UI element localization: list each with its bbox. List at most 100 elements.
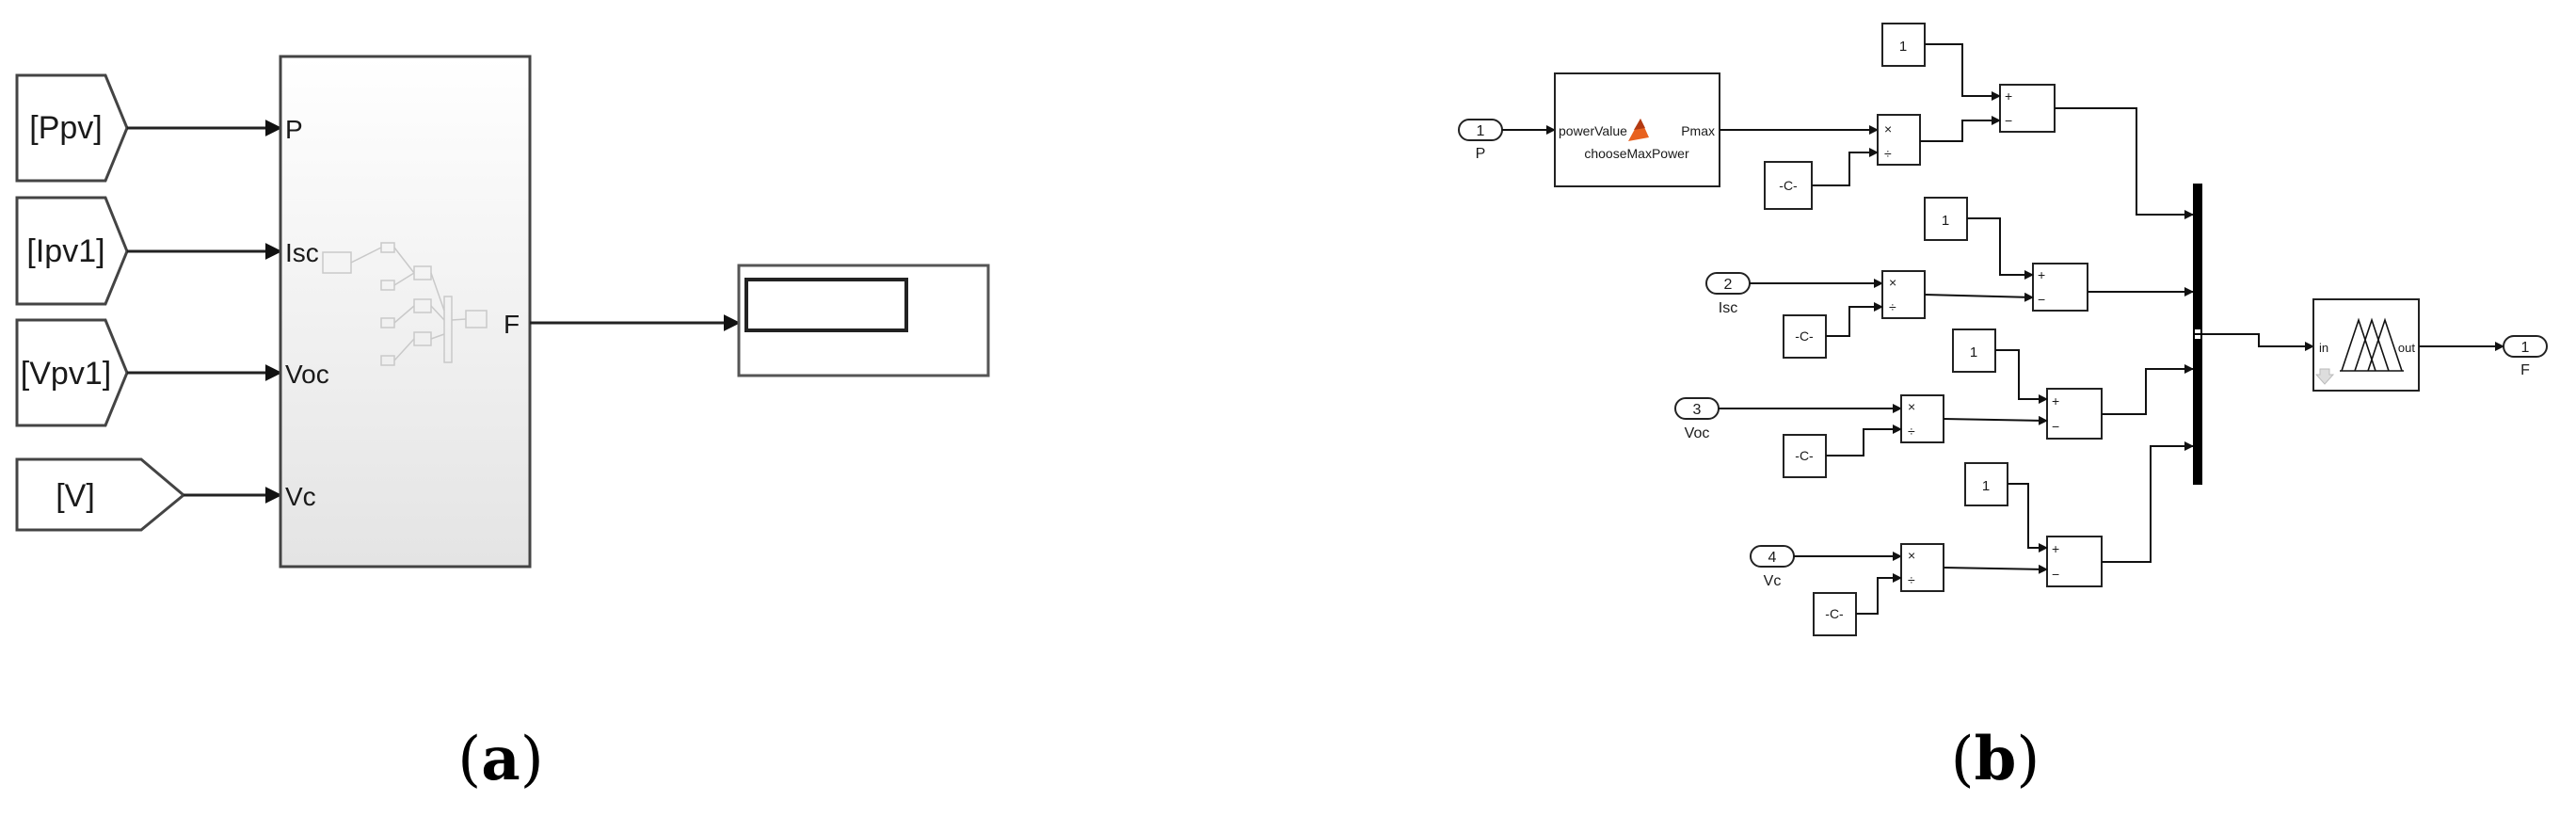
product-row4[interactable]: × ÷: [1900, 543, 1944, 592]
sum-row4[interactable]: + −: [2046, 536, 2103, 587]
goto-tag-ppv-label: [Ppv]: [29, 110, 102, 146]
product-row2[interactable]: × ÷: [1881, 270, 1926, 319]
wire-b-gain1: [1812, 148, 1879, 186]
inport-p-label: P: [1476, 146, 1486, 162]
mux-block[interactable]: [2193, 184, 2202, 485]
sum-row4-minus: −: [2052, 567, 2059, 582]
inport-isc-label: Isc: [1719, 300, 1737, 316]
gain-row4-label: -C-: [1825, 606, 1844, 621]
product-row1-div: ÷: [1884, 146, 1892, 161]
choose-max-power-block[interactable]: powerValue Pmax chooseMaxPower: [1554, 72, 1720, 187]
matlab-logo-icon: [1628, 119, 1649, 141]
product-row3-mul: ×: [1908, 399, 1915, 414]
subsystem-port-vc: Vc: [285, 482, 316, 511]
constant-1-row4[interactable]: 1: [1964, 462, 2008, 506]
sum-row2-minus: −: [2038, 292, 2045, 307]
function-output-label: Pmax: [1681, 123, 1715, 138]
caption-a: (a): [457, 724, 543, 794]
panel-b: 1 P powerValue Pmax chooseMaxPower 1 -C-…: [1458, 23, 2548, 794]
caption-b: (b): [1951, 724, 2040, 794]
product-row4-div: ÷: [1908, 572, 1915, 587]
sum-row2[interactable]: + −: [2032, 263, 2088, 312]
goto-tag-ipv1-label: [Ipv1]: [26, 233, 104, 269]
wire-b-mux: [2202, 333, 2314, 351]
product-row3-div: ÷: [1908, 424, 1915, 439]
inport-isc-num: 2: [1724, 277, 1733, 293]
inport-voc[interactable]: 3 Voc: [1674, 397, 1720, 441]
gain-row2[interactable]: -C-: [1783, 314, 1827, 359]
gain-row4[interactable]: -C-: [1813, 592, 1857, 636]
sum-row1[interactable]: + −: [1999, 84, 2056, 133]
product-row3[interactable]: × ÷: [1900, 394, 1944, 443]
goto-tag-v-label: [V]: [56, 478, 95, 514]
inport-p-num: 1: [1477, 123, 1485, 139]
subsystem-preview-icon: [322, 242, 488, 366]
subsystem-port-voc: Voc: [285, 360, 329, 389]
subsystem-port-isc: Isc: [285, 238, 319, 267]
product-row2-div: ÷: [1889, 299, 1896, 314]
constant-1-row3[interactable]: 1: [1952, 328, 1996, 373]
product-row1-mul: ×: [1884, 121, 1892, 136]
wire-b-sum1: [2055, 107, 2194, 219]
wire-b-const4: [2008, 483, 2048, 553]
goto-tag-vpv1-label: [Vpv1]: [21, 356, 111, 392]
constant-1-row3-label: 1: [1970, 344, 1977, 360]
fuzzy-logic-controller-block[interactable]: in out: [2312, 298, 2420, 392]
sum-row3-minus: −: [2052, 419, 2059, 434]
goto-tag-vpv1[interactable]: [Vpv1]: [15, 318, 129, 427]
inport-vc[interactable]: 4 Vc: [1750, 545, 1795, 589]
wire-b-gain2: [1826, 302, 1883, 337]
constant-1-row1-label: 1: [1899, 39, 1907, 55]
sum-row3-plus: +: [2052, 393, 2059, 408]
sum-row1-minus: −: [2005, 113, 2012, 128]
constant-1-row1[interactable]: 1: [1881, 23, 1926, 67]
inport-p[interactable]: 1 P: [1458, 119, 1503, 162]
wire-b-gain3: [1826, 425, 1902, 457]
outport-f-num: 1: [2521, 340, 2530, 356]
gain-row2-label: -C-: [1795, 328, 1814, 344]
fuzzy-subsystem-block[interactable]: P Isc Voc Vc F: [279, 55, 532, 569]
display-block[interactable]: [737, 264, 990, 377]
constant-1-row2-label: 1: [1942, 213, 1949, 229]
gain-row1-label: -C-: [1779, 178, 1798, 193]
product-row4-mul: ×: [1908, 548, 1915, 563]
inport-voc-num: 3: [1693, 402, 1702, 418]
goto-tag-v[interactable]: [V]: [15, 457, 186, 532]
goto-tag-ppv[interactable]: [Ppv]: [15, 73, 129, 183]
outport-f-label: F: [2520, 362, 2530, 378]
gain-row1[interactable]: -C-: [1764, 161, 1813, 210]
function-name: chooseMaxPower: [1584, 146, 1689, 161]
constant-1-row2[interactable]: 1: [1924, 197, 1968, 241]
wire-b-prod4: [1943, 564, 2048, 574]
constant-1-row4-label: 1: [1982, 478, 1990, 494]
inport-isc[interactable]: 2 Isc: [1705, 272, 1751, 316]
panel-a: [Ppv] [Ipv1] [Vpv1] [V]: [15, 55, 990, 794]
sum-row4-plus: +: [2052, 541, 2059, 556]
sum-row1-plus: +: [2005, 88, 2012, 104]
membership-function-icon: [2340, 317, 2404, 372]
display-screen: [744, 278, 908, 332]
down-arrow-icon: [2314, 368, 2335, 385]
wire-b-const2: [1967, 217, 2034, 280]
inport-vc-num: 4: [1768, 550, 1777, 566]
wire-b-prod1: [1920, 116, 2001, 142]
goto-tag-ipv1[interactable]: [Ipv1]: [15, 196, 129, 306]
fuzzy-in-label: in: [2319, 341, 2328, 355]
wire-b-const3: [1995, 349, 2048, 404]
wire-b-prod3: [1943, 415, 2048, 425]
product-row2-mul: ×: [1889, 275, 1896, 290]
gain-row3-label: -C-: [1795, 448, 1814, 463]
sum-row2-plus: +: [2038, 267, 2045, 282]
inport-vc-label: Vc: [1764, 573, 1782, 589]
product-row1[interactable]: × ÷: [1877, 114, 1921, 166]
wire-b-sum4: [2102, 441, 2194, 563]
function-input-label: powerValue: [1559, 123, 1627, 138]
subsystem-port-f: F: [504, 310, 520, 339]
wire-b-sum3: [2102, 364, 2194, 415]
fuzzy-out-label: out: [2398, 341, 2415, 355]
wire-b-const1: [1925, 43, 2001, 101]
sum-row3[interactable]: + −: [2046, 388, 2103, 440]
outport-f[interactable]: 1 F: [2503, 335, 2548, 378]
gain-row3[interactable]: -C-: [1783, 434, 1827, 478]
